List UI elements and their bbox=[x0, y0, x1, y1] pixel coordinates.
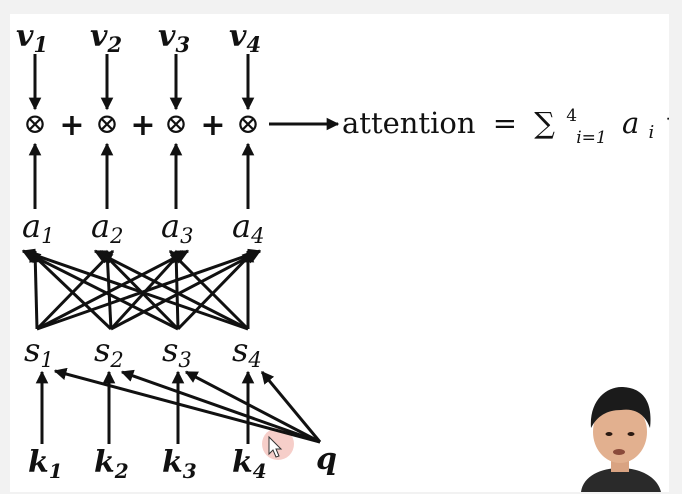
key-label-3: k3 bbox=[162, 445, 197, 483]
softmax-arrow-s2-a1 bbox=[27, 249, 113, 331]
score-labels: s1 s2 s3 s4 bbox=[24, 331, 262, 372]
attention-diagram: v1 v2 v3 v4 ⊗ + ⊗ + ⊗ + ⊗ attention = ∑ bbox=[16, 19, 669, 483]
slide: v1 v2 v3 v4 ⊗ + ⊗ + ⊗ + ⊗ attention = ∑ bbox=[10, 14, 669, 492]
softmax-arrow-s3-a3 bbox=[169, 249, 183, 330]
mouse-pointer-icon bbox=[268, 435, 283, 458]
multiply-icon: ⊗ bbox=[95, 107, 118, 140]
softmax-arrow-s1-a2 bbox=[35, 249, 115, 331]
operator-row: ⊗ + ⊗ + ⊗ + ⊗ bbox=[23, 107, 259, 143]
weight-labels: a1 a2 a3 a4 bbox=[22, 207, 264, 248]
key-label-2: k2 bbox=[94, 445, 129, 483]
score-label-1: s1 bbox=[24, 331, 54, 372]
softmax-arrow-s4-a2 bbox=[93, 249, 249, 331]
multiply-icon: ⊗ bbox=[236, 107, 259, 140]
presenter-face bbox=[593, 401, 647, 463]
weight-arrows bbox=[28, 142, 255, 209]
attention-formula: attention = ∑ 4 i=1 a i v i bbox=[342, 94, 669, 150]
key-arrows bbox=[35, 370, 255, 444]
plus-icon: + bbox=[59, 108, 84, 143]
key-labels: k1 k2 k3 k4 q bbox=[28, 442, 337, 483]
presenter-shirt bbox=[581, 468, 661, 492]
score-label-3: s3 bbox=[162, 331, 192, 372]
weight-label-3: a3 bbox=[161, 207, 193, 248]
query-arrows bbox=[53, 367, 322, 444]
value-labels: v1 v2 v3 v4 bbox=[16, 19, 261, 57]
query-label: q bbox=[316, 442, 337, 477]
softmax-arrow-s3-a4 bbox=[176, 249, 256, 331]
query-arrow-1 bbox=[53, 367, 321, 444]
value-label-4: v4 bbox=[229, 19, 261, 57]
plus-icon: + bbox=[200, 108, 225, 143]
multiply-icon: ⊗ bbox=[23, 107, 46, 140]
softmax-arrow-s1-a1 bbox=[28, 249, 42, 330]
weight-label-4: a4 bbox=[232, 207, 264, 248]
softmax-arrow-s2-a2 bbox=[101, 249, 114, 330]
score-label-2: s2 bbox=[94, 331, 124, 372]
value-label-3: v3 bbox=[158, 19, 190, 57]
query-arrow-3 bbox=[184, 370, 321, 444]
presenter-hair bbox=[590, 386, 651, 428]
query-arrow-4 bbox=[260, 371, 322, 443]
score-label-4: s4 bbox=[232, 331, 262, 372]
weight-label-1: a1 bbox=[22, 207, 54, 248]
softmax-arrow-s3-a1 bbox=[21, 249, 179, 331]
value-label-2: v2 bbox=[90, 19, 122, 57]
presenter-video bbox=[581, 386, 661, 492]
softmax-arrow-s4-a1 bbox=[21, 248, 249, 331]
value-label-1: v1 bbox=[16, 19, 48, 57]
softmax-arrow-s2-a3 bbox=[109, 249, 184, 331]
key-label-1: k1 bbox=[28, 445, 63, 483]
softmax-arrow-s4-a3 bbox=[168, 249, 250, 331]
value-arrows bbox=[28, 54, 255, 111]
query-arrow-2 bbox=[120, 369, 321, 444]
multiply-icon: ⊗ bbox=[164, 107, 187, 140]
plus-icon: + bbox=[130, 108, 155, 143]
weight-label-2: a2 bbox=[91, 207, 123, 248]
softmax-arrow-s2-a4 bbox=[110, 249, 262, 331]
softmax-arrow-s1-a3 bbox=[36, 249, 190, 331]
key-label-4: k4 bbox=[232, 445, 267, 483]
softmax-arrows bbox=[21, 248, 262, 331]
